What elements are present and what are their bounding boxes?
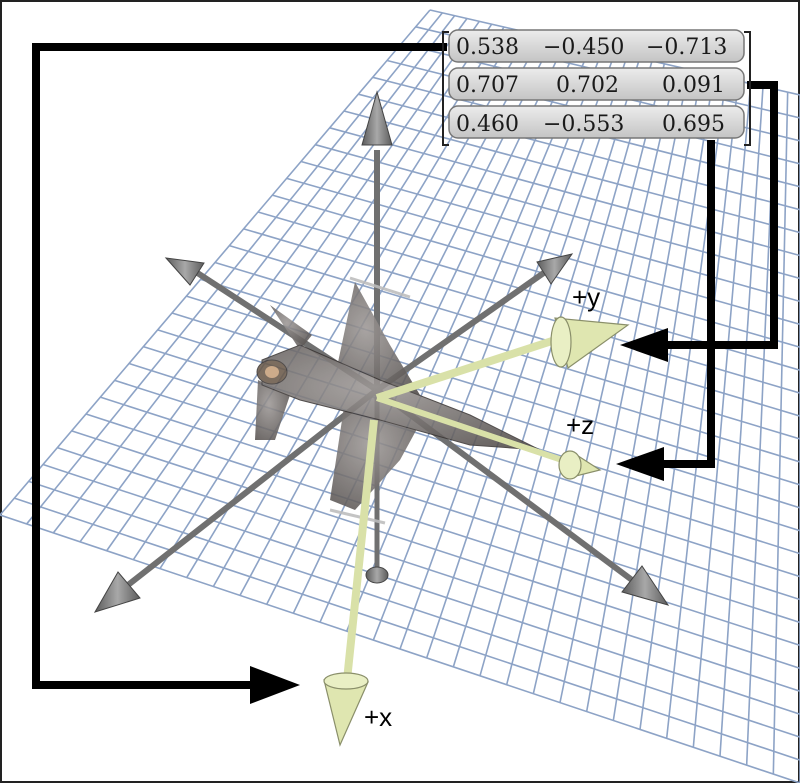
- fighter-jet-icon: [255, 276, 541, 525]
- matrix-row-3: 0.460 −0.553 0.695: [448, 105, 745, 139]
- grid-line: [692, 83, 752, 748]
- body-axis-y: [375, 316, 630, 402]
- grid-line: [372, 49, 604, 641]
- grid-line: [52, 15, 456, 534]
- grid-line: [665, 80, 740, 739]
- grid-line: [559, 69, 690, 703]
- grid-line: [719, 86, 764, 757]
- body-axes: [323, 316, 630, 747]
- world-axis-front-left: [93, 387, 379, 613]
- grid-line: [425, 55, 629, 659]
- grid-line: [505, 63, 666, 685]
- matrix-cell-1-1: 0.538: [456, 35, 519, 60]
- grid-line: [106, 20, 480, 552]
- grid-line: [612, 75, 715, 721]
- grid-line: [399, 52, 616, 650]
- matrix-cell-1-2: −0.450: [543, 35, 624, 60]
- row2-to-y-axis-arrow: [620, 81, 778, 362]
- matrix-cell-2-2: 0.702: [556, 73, 619, 98]
- matrix-row-2: 0.707 0.702 0.091: [448, 67, 745, 101]
- connector-arrows: [32, 43, 778, 704]
- grid-line: [772, 92, 789, 775]
- matrix-row-1: 0.538 −0.450 −0.713: [448, 29, 745, 63]
- grid-line: [452, 57, 641, 668]
- body-axis-z: [376, 395, 602, 480]
- axis-label-x: +x: [364, 702, 392, 732]
- axis-label-y: +y: [572, 282, 600, 312]
- row3-to-z-axis-arrow: [616, 140, 715, 481]
- grid-line: [345, 46, 592, 632]
- rotation-matrix: 0.538 −0.450 −0.713 0.707 0.702 0.091 0.…: [442, 29, 751, 146]
- axis-label-z: +z: [566, 410, 594, 440]
- matrix-brackets: [442, 31, 751, 146]
- grid-line: [532, 66, 678, 694]
- body-axis-x: [323, 419, 378, 747]
- grid-line: [132, 23, 493, 561]
- grid-line: [585, 72, 703, 712]
- matrix-cell-2-3: 0.091: [662, 73, 725, 98]
- matrix-cell-3-2: −0.553: [543, 112, 624, 137]
- matrix-cell-3-1: 0.460: [456, 112, 519, 137]
- matrix-cell-3-3: 0.695: [662, 112, 725, 137]
- grid-line: [479, 60, 653, 677]
- grid-line: [79, 18, 468, 543]
- grid-line: [26, 12, 443, 525]
- matrix-cell-1-3: −0.713: [646, 35, 727, 60]
- matrix-cell-2-1: 0.707: [456, 73, 519, 98]
- grid-line: [159, 26, 505, 570]
- perspective-grid: [0, 9, 800, 783]
- row1-to-x-axis-arrow: [32, 43, 447, 704]
- grid-line: [0, 9, 431, 516]
